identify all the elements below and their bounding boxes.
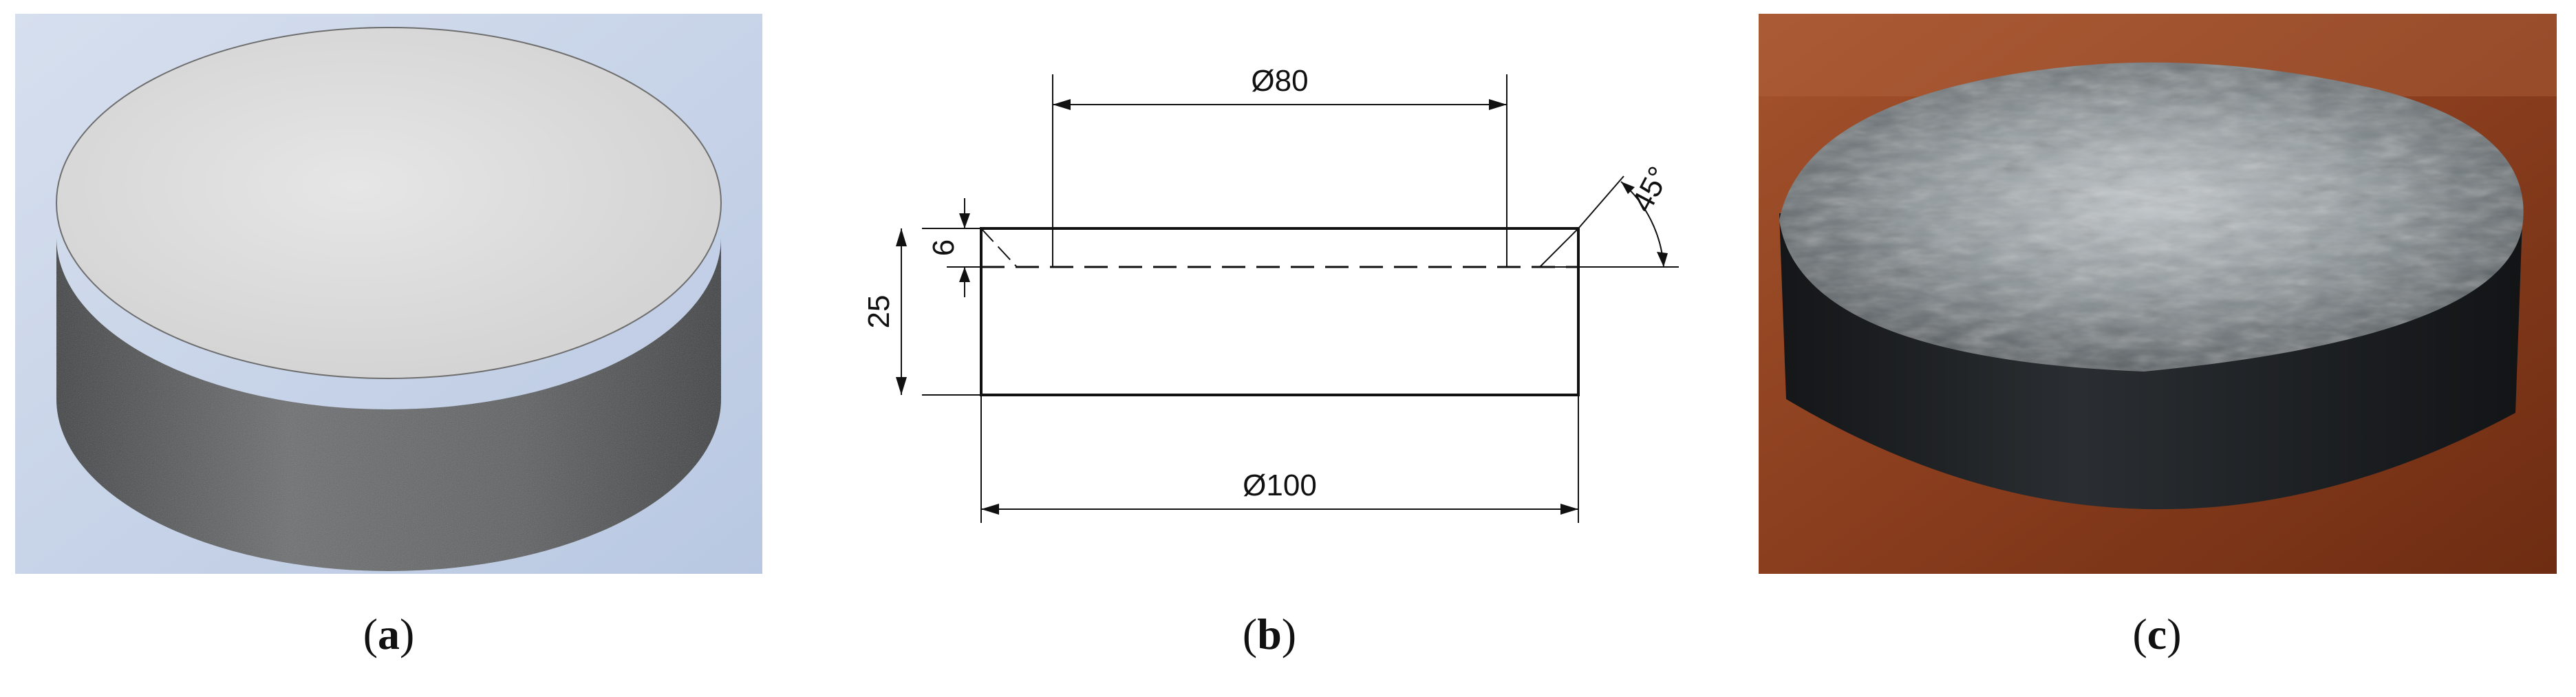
chamfer-depth-label: 6 xyxy=(927,239,960,256)
height-label: 25 xyxy=(862,295,896,329)
cad-render-panel xyxy=(15,14,762,574)
technical-drawing: Ø80 Ø100 25 6 45° xyxy=(862,64,1679,523)
part-outline xyxy=(980,227,1580,396)
arrowheads xyxy=(896,99,1668,515)
angle-ext-line xyxy=(1578,175,1624,229)
caption-a: (a) xyxy=(363,610,415,658)
chamfer-left-line xyxy=(980,228,1018,268)
cad-render-image xyxy=(15,14,762,574)
bottom-diameter-label: Ø100 xyxy=(1243,469,1317,502)
chamfer-angle-label: 45° xyxy=(1625,161,1677,217)
chamfer-right-line xyxy=(1539,228,1579,268)
caption-c: (c) xyxy=(2132,610,2182,658)
top-diameter-label: Ø80 xyxy=(1251,64,1308,98)
technical-drawing-panel: Ø80 Ø100 25 6 45° xyxy=(812,14,1727,574)
photo-panel xyxy=(1759,14,2557,574)
caption-b: (b) xyxy=(1242,610,1297,658)
disk-top-face xyxy=(56,27,722,379)
part-photo xyxy=(1759,14,2557,574)
